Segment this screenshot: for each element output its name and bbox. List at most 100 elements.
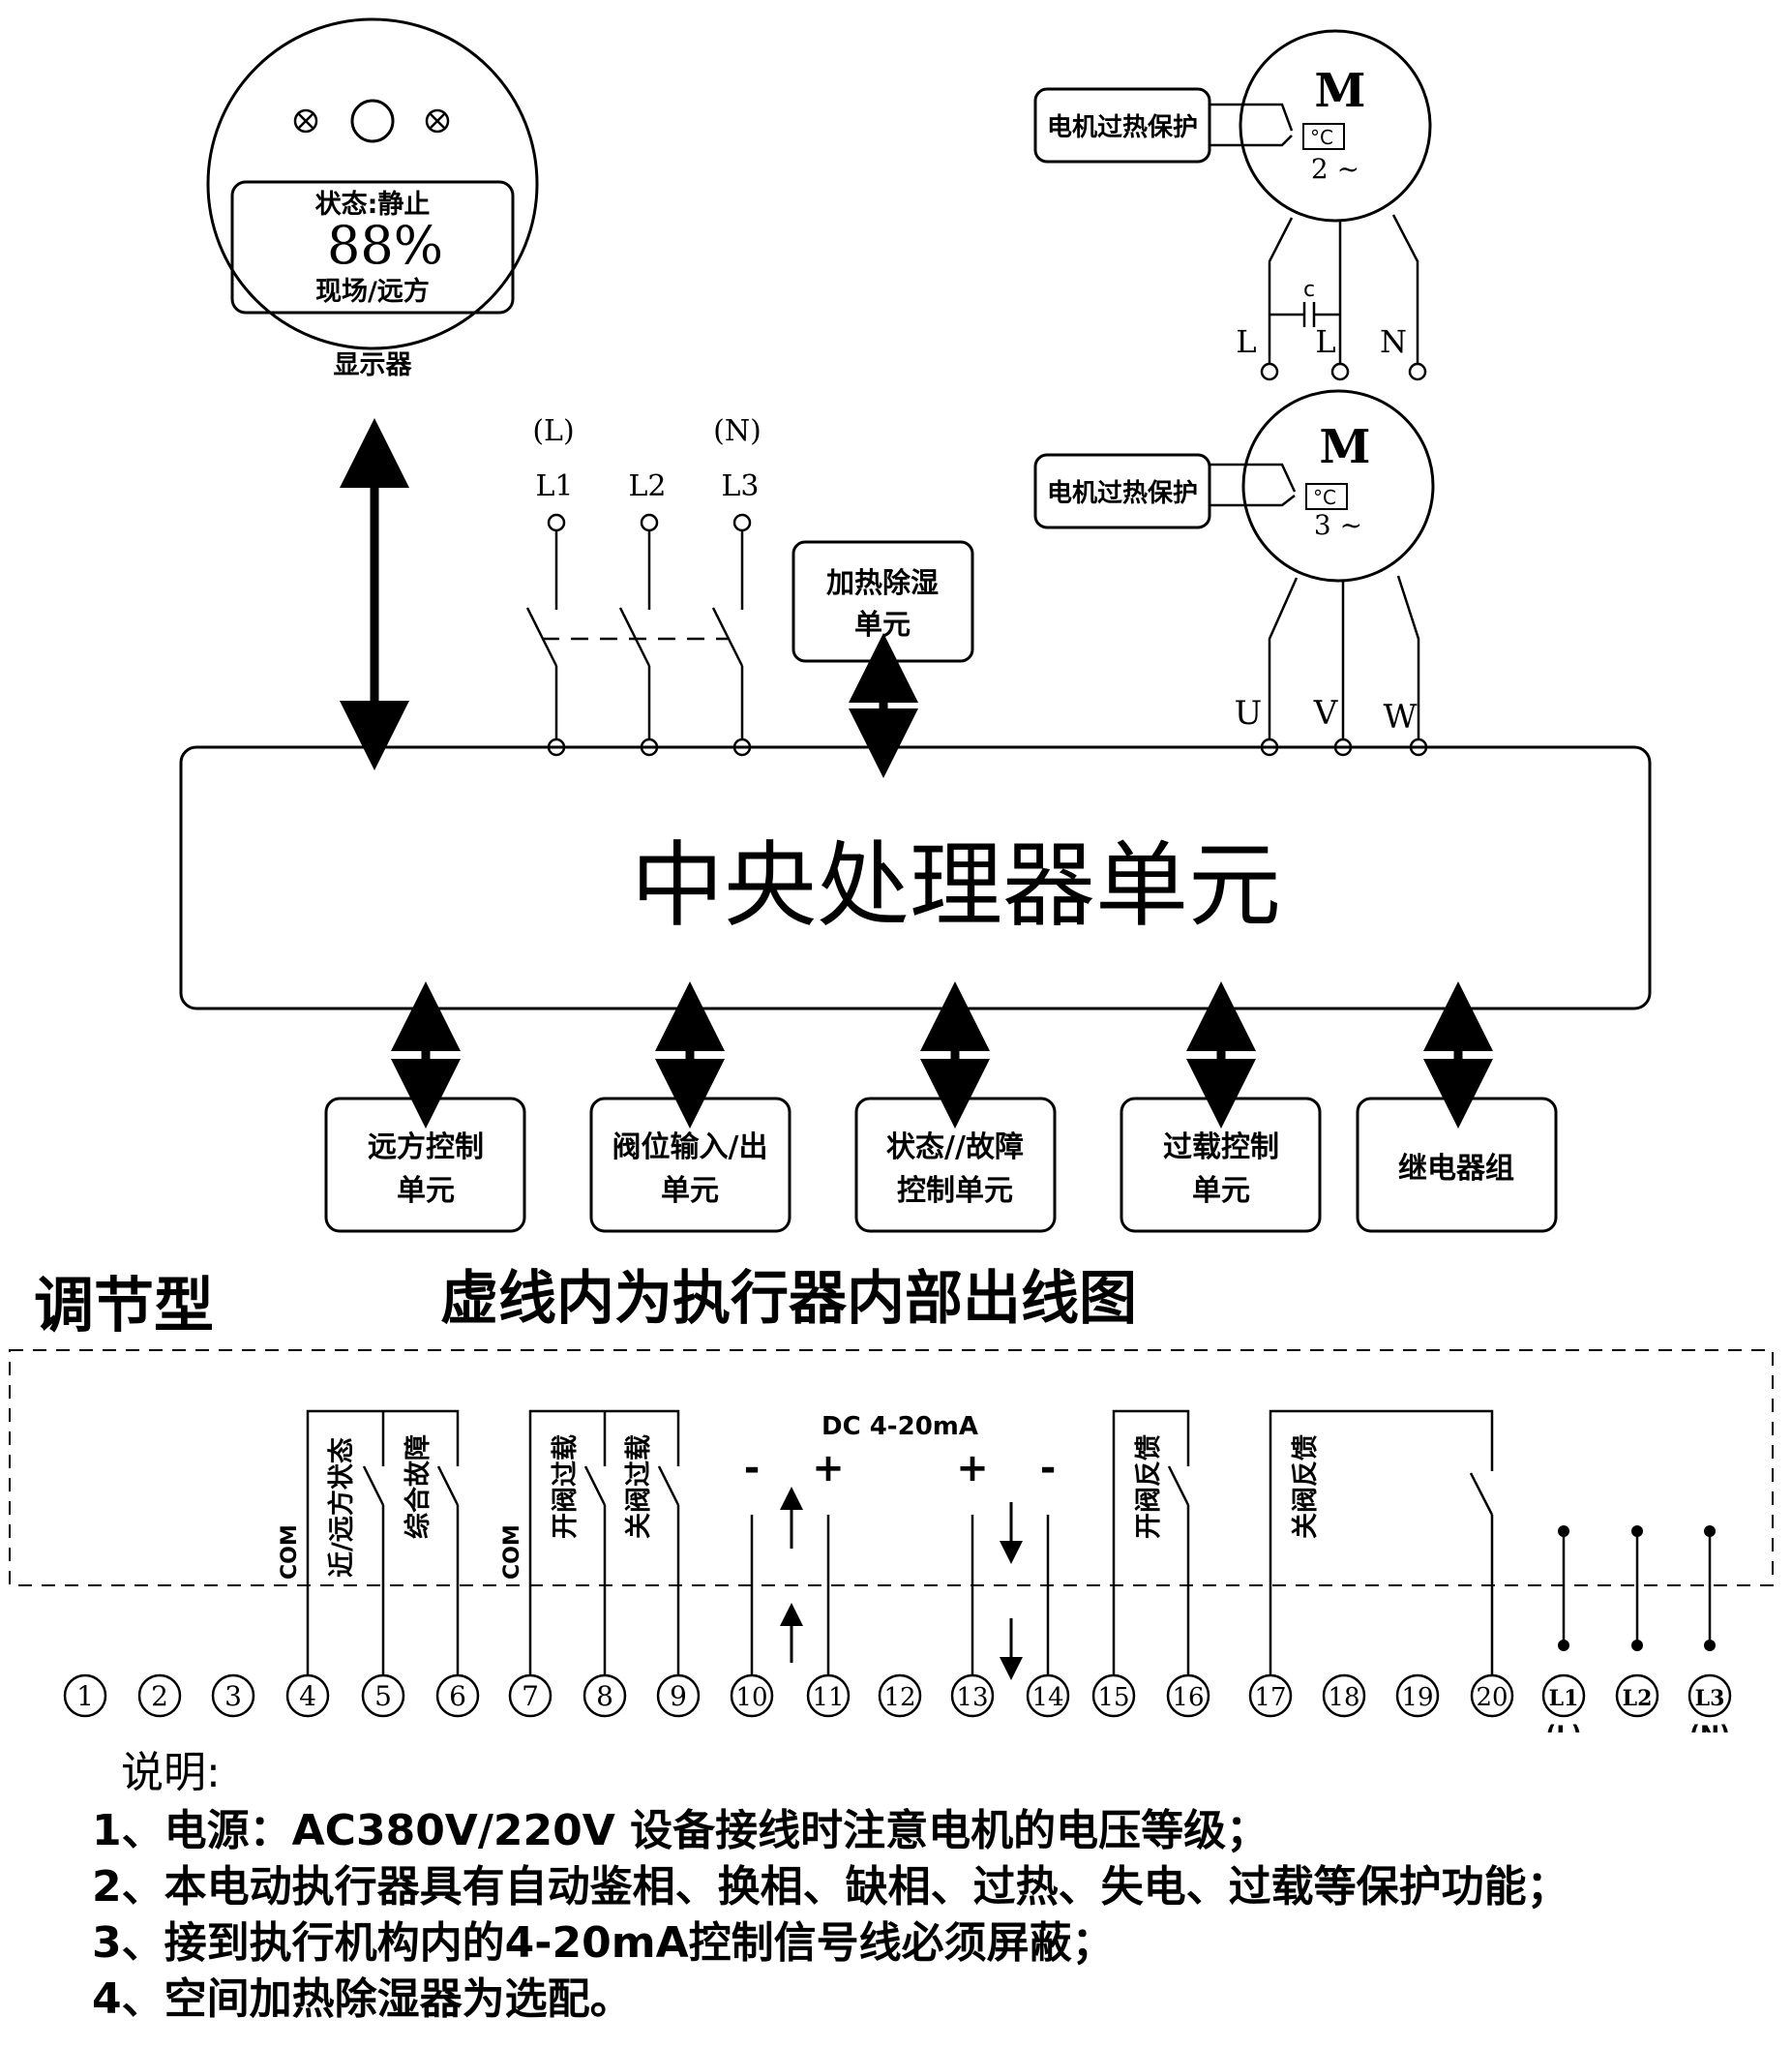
terminal-7-label: 7	[522, 1680, 539, 1712]
motor-1-symbol: M	[1314, 64, 1365, 118]
note-item-3: 3、接到执行机构内的4-20mA控制信号线必须屏蔽；	[92, 1918, 1115, 1968]
motor-1-terminal-label-3: N	[1380, 323, 1407, 360]
terminal-19-circle	[1395, 1673, 1440, 1718]
terminal-15-circle	[1091, 1673, 1136, 1718]
terminal-11-label: 11	[812, 1683, 844, 1712]
terminal-3-circle	[211, 1673, 255, 1718]
motor-1-terminal-label-2: L	[1315, 323, 1335, 360]
terminal-12-label: 12	[883, 1683, 915, 1712]
unit-1-line2: 单元	[397, 1174, 455, 1208]
label-com-2: COM	[500, 1524, 524, 1580]
section-title: 虚线内为执行器内部出线图	[440, 1265, 1137, 1333]
terminal-5-circle	[361, 1673, 405, 1718]
label-minus-14: -	[1040, 1446, 1057, 1491]
label-plus-11: +	[812, 1446, 845, 1491]
note-item-4: 4、空间加热除湿器为选配。	[92, 1974, 633, 2024]
terminal-20-circle	[1470, 1673, 1514, 1718]
power-hint-n: (N)	[713, 414, 762, 448]
motor-2-terminal-label-u: U	[1235, 694, 1263, 733]
motor-1-thermal-label: °C	[1310, 126, 1333, 149]
motor-2-terminal-label-v: V	[1313, 694, 1339, 733]
terminal-1-label: 1	[76, 1680, 94, 1712]
terminal-1-circle	[63, 1673, 107, 1718]
terminal-6-label: 6	[449, 1680, 466, 1712]
motor-2-phase: 3 ~	[1314, 509, 1362, 541]
motor-1-protection-box	[1033, 87, 1211, 164]
terminal-8-label: 8	[596, 1680, 613, 1712]
terminal-l2-circle	[1615, 1673, 1659, 1718]
terminal-14-circle	[1026, 1673, 1070, 1718]
knob-icon	[350, 99, 395, 143]
terminal-15-label: 15	[1097, 1683, 1129, 1712]
internal-boundary	[9, 1349, 1774, 1586]
internal-wiring	[306, 1409, 1712, 1682]
terminal-l1-circle	[1541, 1673, 1586, 1718]
indicator-lamp-right-icon	[425, 108, 450, 134]
terminal-10-circle	[730, 1673, 774, 1718]
terminal-note-n: (N)	[1689, 1721, 1730, 1732]
terminal-17-circle	[1248, 1673, 1293, 1718]
power-hint-l: (L)	[532, 414, 574, 448]
motor-1-cap-label: c	[1303, 278, 1315, 302]
terminal-5-label: 5	[374, 1680, 392, 1712]
terminal-19-label: 19	[1401, 1683, 1433, 1712]
motor-1-protection-label: 电机过热保护	[1047, 113, 1198, 142]
motor-three-phase: M °C 3 ~ 电机过热保护 U V W	[1033, 389, 1435, 757]
terminal-l2-label: L2	[1623, 1686, 1653, 1711]
unit-valve-position: 阀位输入/出 单元	[589, 981, 791, 1233]
unit-3-line2: 控制单元	[897, 1174, 1013, 1208]
terminal-4-circle	[285, 1673, 330, 1718]
motor-1-terminal-3	[1408, 362, 1427, 381]
display-panel: 状态:静止 88% 现场/远方 显示器	[206, 17, 539, 380]
label-close-overload: 关阀过载	[624, 1434, 654, 1539]
note-item-1: 1、电源：AC380V/220V 设备接线时注意电机的电压等级；	[92, 1806, 1269, 1855]
terminal-l1-label: L1	[1549, 1686, 1579, 1711]
power-line-l1: L1	[535, 469, 573, 503]
label-dc-signal: DC 4-20mA	[821, 1412, 978, 1441]
unit-relay-group: 继电器组	[1356, 981, 1558, 1233]
heating-unit: 加热除湿 单元	[791, 540, 974, 778]
label-plus-13: +	[956, 1446, 989, 1491]
power-taps	[1558, 1525, 1716, 1651]
label-com-1: COM	[278, 1524, 302, 1580]
power-line-l3: L3	[721, 469, 759, 503]
terminal-4-label: 4	[299, 1680, 316, 1712]
terminal-2-circle	[137, 1673, 182, 1718]
unit-4-line1: 过载控制	[1163, 1130, 1279, 1164]
motor-2-protection-label: 电机过热保护	[1047, 479, 1198, 508]
motor-2-protection-box	[1033, 453, 1211, 529]
terminal-note-l: (L)	[1545, 1721, 1581, 1732]
unit-3-line1: 状态//故障	[886, 1130, 1024, 1164]
terminal-12-circle	[878, 1673, 922, 1718]
terminal-13-label: 13	[956, 1683, 988, 1712]
notes-section: 说明: 1、电源：AC380V/220V 设备接线时注意电机的电压等级； 2、本…	[92, 1737, 1776, 2028]
unit-overload-control: 过载控制 单元	[1120, 981, 1322, 1233]
terminal-11-circle	[806, 1673, 851, 1718]
terminal-l3-circle	[1687, 1673, 1732, 1718]
unit-5-line1: 继电器组	[1398, 1152, 1514, 1186]
terminal-18-circle	[1322, 1673, 1366, 1718]
motor-2-symbol: M	[1319, 420, 1370, 474]
label-fault: 综合故障	[403, 1434, 433, 1539]
terminal-7-circle	[508, 1673, 553, 1718]
display-status: 状态:静止	[315, 190, 431, 220]
label-open-overload: 开阀过载	[551, 1434, 581, 1539]
label-open-feedback: 开阀反馈	[1134, 1434, 1164, 1539]
terminal-16-circle	[1166, 1673, 1210, 1718]
unit-1-line1: 远方控制	[368, 1130, 484, 1164]
motor-1-terminal-2	[1330, 362, 1350, 381]
terminal-2-label: 2	[151, 1680, 168, 1712]
heating-unit-line1: 加热除湿	[826, 566, 939, 599]
unit-remote-control: 远方控制 单元	[324, 981, 526, 1233]
label-minus-10: -	[744, 1446, 761, 1491]
terminal-9-circle	[656, 1673, 701, 1718]
cpu-label: 中央处理器单元	[631, 831, 1281, 940]
unit-4-line2: 单元	[1192, 1174, 1250, 1208]
terminal-l3-label: L3	[1695, 1686, 1725, 1711]
type-label: 调节型	[34, 1270, 214, 1340]
motor-2-thermal-box	[1305, 483, 1348, 510]
motor-1-thermal-box	[1302, 123, 1345, 150]
motor-2-terminal-label-w: W	[1384, 698, 1418, 737]
wiring-diagram: 状态:静止 88% 现场/远方 显示器 M °C 2 ~ 电机过热保护 c L …	[9, 17, 1774, 1732]
